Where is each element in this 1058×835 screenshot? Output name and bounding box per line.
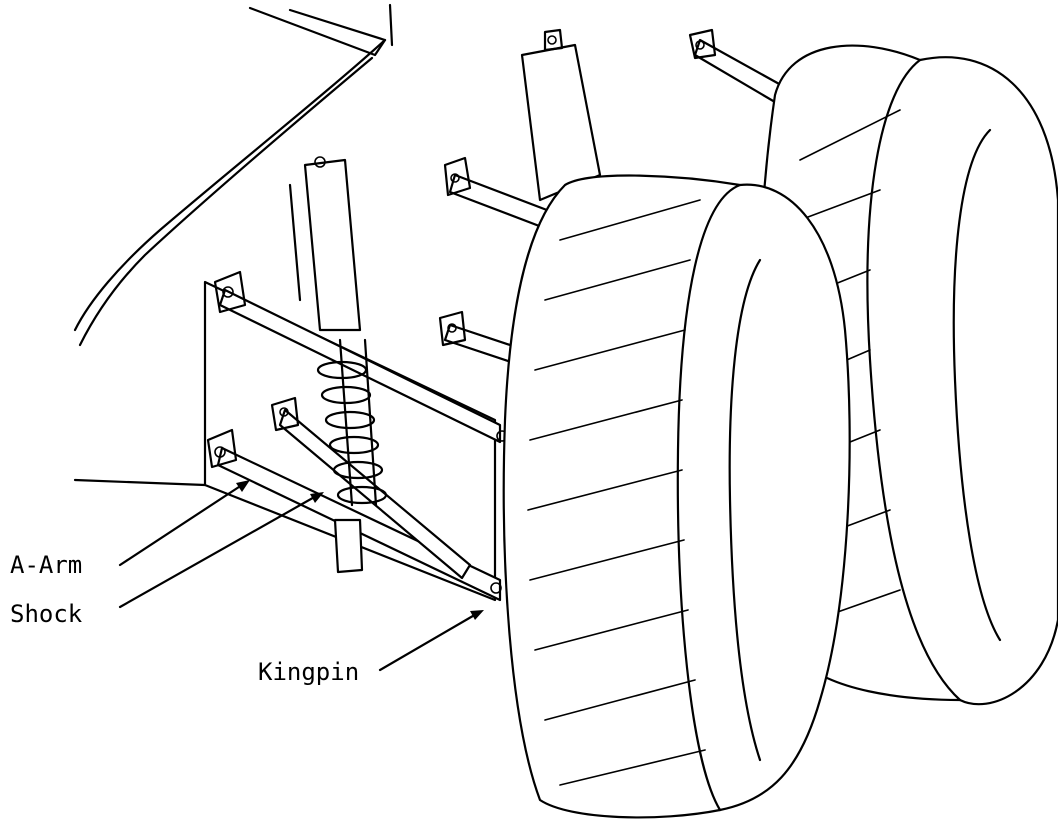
body-fender — [73, 3, 394, 347]
mid-arms — [438, 156, 562, 367]
kingpin-label: Kingpin — [258, 658, 359, 686]
upper-a-arm — [213, 270, 508, 444]
shock-label: Shock — [10, 600, 83, 628]
front-tire — [502, 174, 851, 819]
rear-tower — [520, 28, 602, 202]
a-arm-label: A-Arm — [10, 551, 82, 579]
coil-spring-shock — [316, 338, 388, 574]
shock-tower — [303, 156, 362, 332]
leader-arrows — [118, 480, 484, 672]
